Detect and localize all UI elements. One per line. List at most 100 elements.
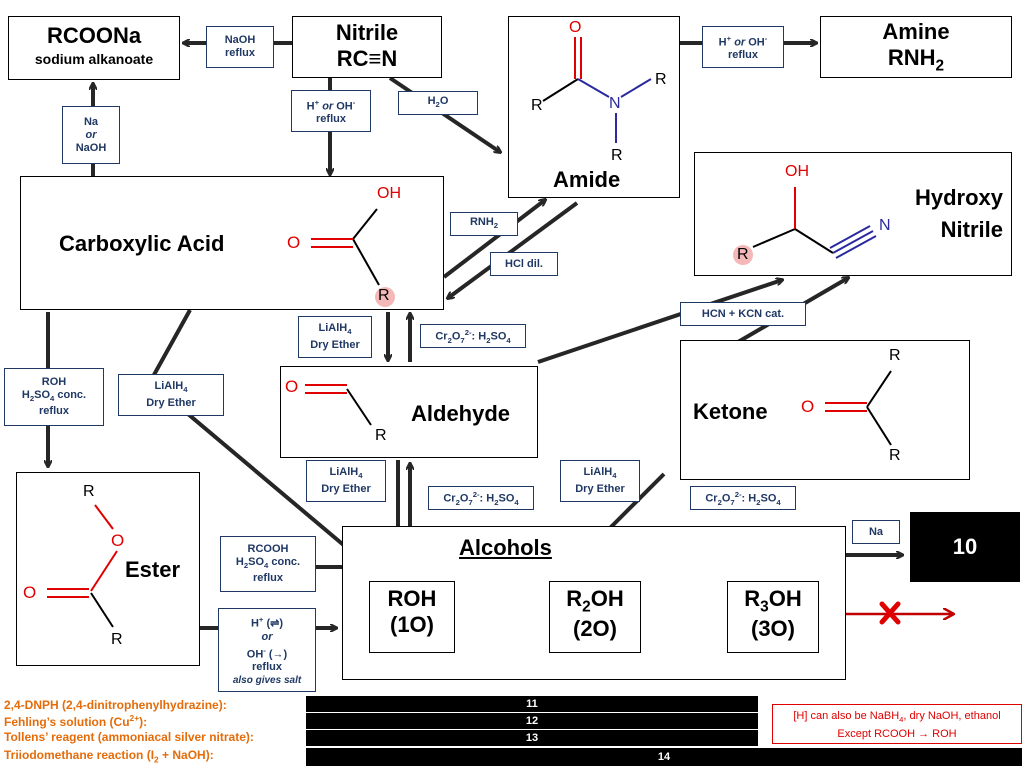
amide-n-label: N [609, 95, 621, 112]
acid-r-label: R [378, 287, 390, 304]
esterif-l3: reflux [39, 405, 69, 418]
ketone-structure [825, 370, 892, 446]
rnh2-sub: 2 [493, 221, 499, 231]
amide-r1-label: R [531, 97, 543, 114]
arrow-aldehyde-to-hydroxynitrile [537, 280, 782, 364]
lialh4-2-l2: Dry Ether [146, 396, 196, 409]
answer-box-12[interactable]: 12 [306, 713, 758, 729]
aldehyde-name: Aldehyde [411, 401, 511, 426]
node-amine: Amine RNH2 [820, 16, 1012, 78]
amine-name: Amine [882, 19, 950, 44]
reagent-na-text: Na [868, 525, 884, 538]
amine-formula-main: RNH [887, 45, 936, 70]
reagent-na: Na [852, 520, 900, 544]
reagent-lialh4-aldehyde-alcohol: LiAlH4 Dry Ether [306, 460, 386, 502]
carboxylic-acid-name: Carboxylic Acid [59, 231, 225, 256]
alcohol-primary: ROH (1O) [369, 581, 455, 653]
dc1-d: SO [490, 330, 507, 343]
esterform-l2c: conc. [268, 555, 301, 568]
nitrile-formula: RC≡N [336, 46, 398, 71]
reagent-dichromate-aldehyde-acid: Cr2O72-: H2SO4 [420, 324, 526, 348]
alcohol-tertiary-formula: R3OH [728, 586, 818, 616]
lialh4-4-main: LiAlH [583, 466, 613, 479]
reagent-acid-base-2-l2: reflux [728, 49, 758, 62]
dc1-a: Cr [435, 330, 448, 343]
reagent-lialh4-acid-aldehyde: LiAlH4 Dry Ether [298, 316, 372, 358]
ketone-r1-label: R [889, 347, 901, 364]
rab2-minus: - [764, 33, 768, 43]
esterif-l2a: H [21, 388, 30, 401]
rab2-plus: + [726, 33, 732, 43]
rab2-h: H [718, 36, 727, 49]
test-fehling: Fehling’s solution (Cu2+): [4, 713, 147, 729]
amide-r3-label: R [611, 147, 623, 164]
hydro-l5: also gives salt [232, 675, 302, 687]
aldehyde-r-label: R [375, 427, 387, 444]
hydrolysis-l3: OH- (→) [247, 644, 287, 662]
test-dnph: 2,4-DNPH (2,4-dinitrophenylhydrazine): [4, 698, 227, 712]
test-tollens: Tollens’ reagent (ammoniacal silver nitr… [4, 730, 254, 744]
answer-box-10[interactable]: 10 [910, 512, 1020, 582]
amine-formula: RNH2 [821, 45, 1011, 75]
dc3-csub: 2 [756, 497, 761, 507]
esterif-l2b: SO [34, 388, 51, 401]
hcn-kcn-text: HCN + KCN cat. [701, 307, 785, 320]
alcohol-tertiary-oh: OH [768, 586, 802, 611]
answer-box-14[interactable]: 14 [306, 748, 1022, 766]
ketone-r2-label: R [889, 447, 901, 464]
lialh4-3-l2: Dry Ether [321, 482, 371, 495]
node-ketone: Ketone O R R [680, 340, 970, 480]
answer-box-11[interactable]: 11 [306, 696, 758, 712]
lialh4-3-l1: LiAlH4 [329, 466, 362, 482]
reagent-lialh4-acid-alcohol: LiAlH4 Dry Ether [118, 374, 224, 416]
lialh4-2-l1: LiAlH4 [154, 380, 187, 396]
rab2-oh: OH [748, 36, 765, 49]
note-line2: Except RCOOH → ROH [837, 728, 957, 741]
note-line1: [H] can also be NaBH4, dry NaOH, ethanol [773, 709, 1021, 727]
note-l1a: [H] can also be NaBH [793, 710, 900, 722]
hydroxy-nitrile-structure [733, 187, 877, 265]
cross-icon [879, 601, 901, 625]
esterform-l2sub: 2 [243, 561, 249, 571]
reagent-acid-base-1-l2: reflux [316, 113, 346, 126]
esterif-l2: H2SO4 conc. [22, 389, 86, 405]
dc3-c: : H [741, 492, 757, 505]
ketone-name: Ketone [693, 399, 768, 424]
dc2-csub: 2 [494, 497, 499, 507]
reagent-dichromate-alcohol-ketone: Cr2O72-: H2SO4 [690, 486, 796, 510]
note-l1sub: 4 [899, 715, 904, 725]
reagent-naoh-reflux: NaOH reflux [206, 26, 274, 68]
dc3-d: SO [760, 492, 777, 505]
arrow-amide-to-acid [448, 201, 579, 298]
esterif-l2sub2: 4 [50, 394, 55, 404]
node-nitrile: Nitrile RC≡N [292, 16, 442, 78]
lialh4-2-main: LiAlH [154, 380, 184, 393]
alcohol-secondary: R2OH (2O) [549, 581, 641, 653]
amide-name: Amide [553, 167, 621, 192]
hydro-l2: or [261, 630, 273, 643]
reagent-na-l3: NaOH [75, 141, 107, 154]
answer-box-13[interactable]: 13 [306, 730, 758, 746]
reagent-hydrolysis: H+ (⇌) or OH- (→) reflux also gives salt [218, 608, 316, 692]
lialh4-4-l2: Dry Ether [575, 482, 625, 495]
dc3-bsup: 2- [734, 489, 742, 499]
amide-r2-label: R [655, 71, 667, 88]
dc3-asub: 2 [717, 497, 722, 507]
dc1-b: O [451, 330, 461, 343]
alcohol-secondary-formula: R2OH [550, 586, 640, 616]
dc1-bsup: 2- [464, 327, 472, 337]
iodo-a: Triiodomethane reaction (I [4, 748, 155, 762]
esterform-l2a: H [235, 555, 244, 568]
alcohol-primary-formula: ROH [387, 586, 437, 611]
dc2-a: Cr [443, 492, 456, 505]
lialh4-1-main: LiAlH [318, 322, 348, 335]
reagent-hcl-dil: HCl dil. [490, 252, 558, 276]
reagent-lialh4-ketone-alcohol: LiAlH4 Dry Ether [560, 460, 640, 502]
fehling-a: Fehling’s solution (Cu [4, 715, 130, 729]
alcohol-tertiary-sub: 3 [760, 598, 769, 616]
rab1-or: or [322, 100, 334, 113]
hydro-l1sup: + [258, 614, 264, 624]
esterif-l2sub: 2 [29, 394, 35, 404]
dichromate-3-text: Cr2O72-: H2SO4 [705, 488, 780, 509]
dc1-csub: 2 [486, 335, 491, 345]
